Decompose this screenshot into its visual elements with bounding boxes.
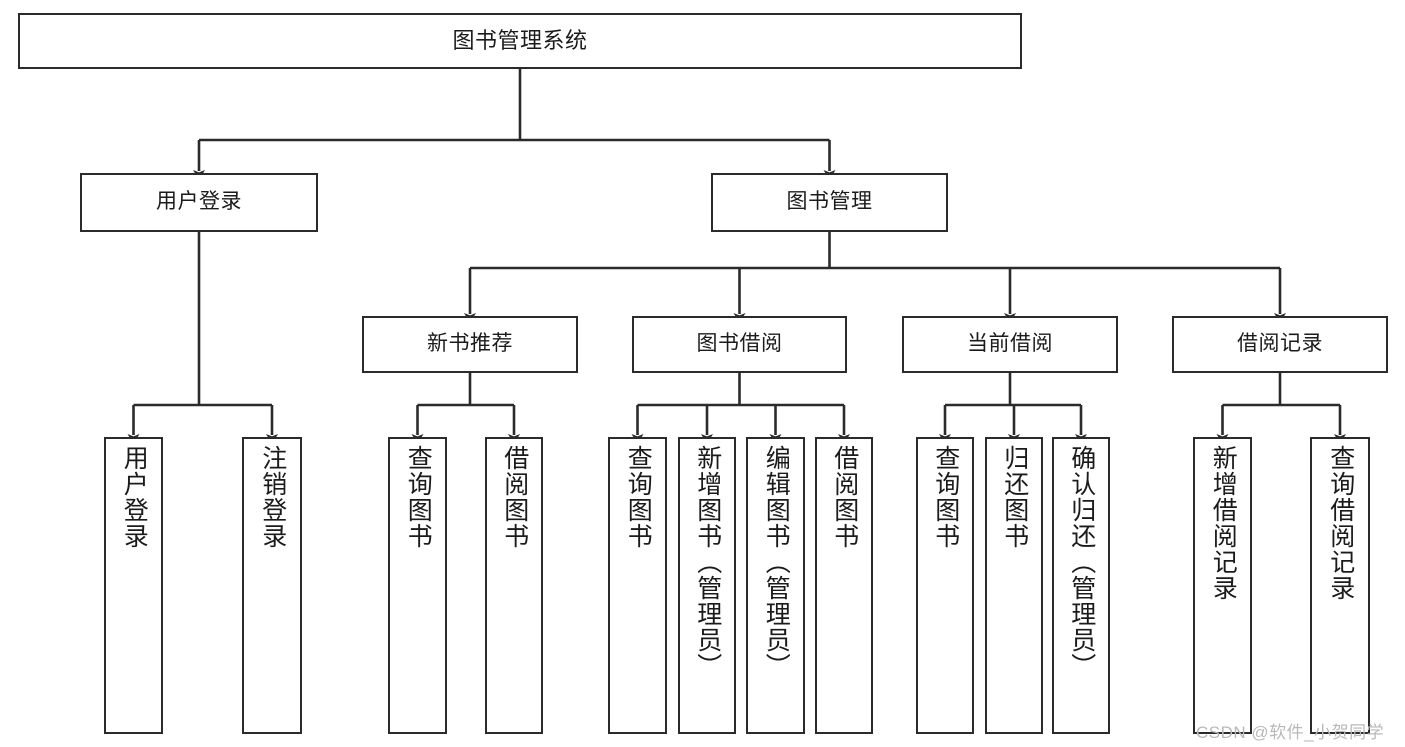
node-label: 确认归还（管理员） (1067, 445, 1096, 679)
node-label: 用户登录 (120, 445, 149, 549)
node-label: 借阅记录 (1237, 332, 1323, 356)
node-label: 当前借阅 (967, 332, 1053, 356)
node-label: 图书借阅 (696, 332, 783, 356)
node-label: 借阅图书 (500, 445, 529, 549)
node-label: 查询图书 (931, 445, 960, 549)
node-label: 查询图书 (624, 445, 653, 549)
node-label: 新增图书（管理员） (693, 445, 722, 679)
node-label: 新增借阅记录 (1209, 445, 1238, 601)
node-label: 查询借阅记录 (1326, 445, 1355, 601)
node-newbook: 新书推荐 (362, 316, 578, 373)
node-leaf-cur-query: 查询图书 (916, 437, 974, 734)
node-leaf-nb-borrow: 借阅图书 (485, 437, 543, 734)
node-label: 归还图书 (1000, 445, 1029, 549)
node-leaf-cur-return: 归还图书 (985, 437, 1043, 734)
node-current: 当前借阅 (902, 316, 1118, 373)
node-login: 用户登录 (80, 173, 318, 232)
node-leaf-bw-edit: 编辑图书（管理员） (746, 437, 805, 734)
node-root: 图书管理系统 (18, 13, 1022, 69)
node-leaf-rec-query: 查询借阅记录 (1310, 437, 1370, 734)
node-label: 用户登录 (156, 190, 242, 214)
node-label: 编辑图书（管理员） (762, 445, 791, 679)
node-leaf-rec-add: 新增借阅记录 (1193, 437, 1252, 734)
node-leaf-user-logout: 注销登录 (242, 437, 302, 734)
node-label: 注销登录 (258, 445, 287, 549)
node-leaf-cur-confirm: 确认归还（管理员） (1052, 437, 1110, 734)
node-leaf-user-login: 用户登录 (104, 437, 163, 734)
node-leaf-nb-query: 查询图书 (388, 437, 447, 734)
node-label: 图书管理系统 (452, 28, 588, 54)
node-label: 新书推荐 (427, 332, 513, 356)
node-label: 图书管理 (786, 190, 873, 214)
csdn-watermark: CSDN @软件_小贺同学 (1196, 723, 1385, 742)
node-records: 借阅记录 (1172, 316, 1388, 373)
node-bookmgmt: 图书管理 (711, 173, 948, 232)
node-leaf-bw-lend: 借阅图书 (815, 437, 873, 734)
node-leaf-bw-query: 查询图书 (608, 437, 667, 734)
node-label: 查询图书 (404, 445, 433, 549)
node-leaf-bw-add: 新增图书（管理员） (678, 437, 736, 734)
node-label: 借阅图书 (830, 445, 859, 549)
node-borrow: 图书借阅 (632, 316, 847, 373)
